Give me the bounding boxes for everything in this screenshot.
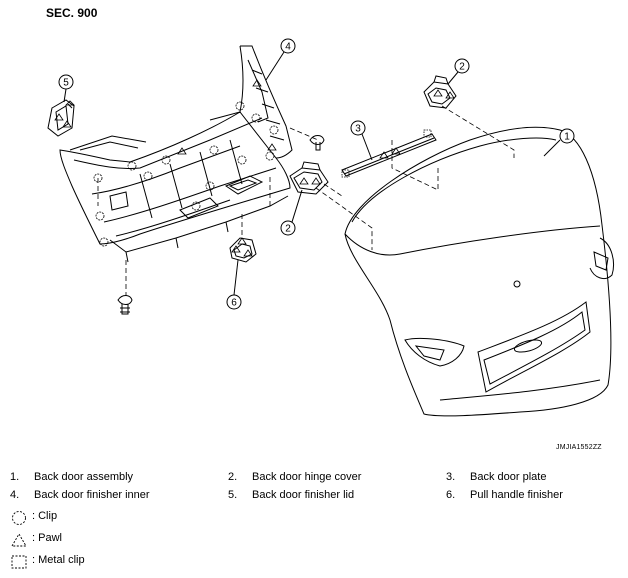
section-title: SEC. 900: [46, 6, 98, 20]
callout-5-label: 5: [63, 78, 69, 89]
legend-label: Back door finisher lid: [252, 489, 355, 501]
figure-code: JMJIA1552ZZ: [556, 444, 602, 451]
callout-5: 5: [58, 74, 74, 103]
hinge-cover-lower-drawing: [289, 161, 329, 195]
callouts: 1 2 2 3 4 5 6: [58, 38, 575, 310]
finisher-pawls: [177, 79, 277, 155]
clip-fastener-upper: [309, 135, 325, 151]
pull-handle-finisher-drawing: [229, 237, 257, 263]
legend-number: 5.: [228, 489, 238, 501]
legend-number: 1.: [10, 471, 20, 483]
clip-symbol-icon: [12, 511, 26, 525]
callout-2-upper-label: 2: [459, 62, 465, 73]
symbol-label: : Pawl: [32, 532, 62, 544]
legend-label: Back door hinge cover: [252, 471, 362, 483]
callout-2-lower-label: 2: [285, 224, 291, 235]
legend-label: Pull handle finisher: [470, 489, 563, 501]
legend-label: Back door finisher inner: [34, 489, 150, 501]
symbol-label: : Metal clip: [32, 554, 85, 566]
callout-3-label: 3: [355, 124, 361, 135]
legend-label: Back door plate: [470, 471, 547, 483]
finisher-clips: [93, 101, 279, 247]
metal-clip-symbol-icon: [11, 555, 27, 569]
alignment-lines: [97, 105, 515, 296]
back-door-finisher-inner-drawing: [59, 45, 293, 263]
clip-fastener-lower: [117, 295, 133, 315]
hinge-cover-upper-drawing: [423, 75, 457, 109]
callout-2-upper: 2: [447, 58, 470, 85]
legend-number: 2.: [228, 471, 238, 483]
legend-label: Back door assembly: [34, 471, 134, 483]
back-door-plate-drawing: [341, 129, 437, 178]
legend-number: 4.: [10, 489, 20, 501]
legend-number: 6.: [446, 489, 456, 501]
pawl-symbol-icon: [11, 533, 27, 547]
callout-2-lower: 2: [280, 189, 303, 236]
back-door-finisher-lid-drawing: [47, 99, 75, 137]
callout-4-label: 4: [285, 42, 291, 53]
callout-3: 3: [350, 120, 373, 161]
callout-4: 4: [265, 38, 296, 81]
callout-6: 6: [226, 259, 242, 310]
callout-1-label: 1: [564, 132, 570, 143]
legend-number: 3.: [446, 471, 456, 483]
back-door-assembly-drawing: [344, 126, 614, 417]
symbol-label: : Clip: [32, 510, 58, 522]
callout-1: 1: [543, 128, 575, 157]
callout-6-label: 6: [231, 298, 237, 309]
